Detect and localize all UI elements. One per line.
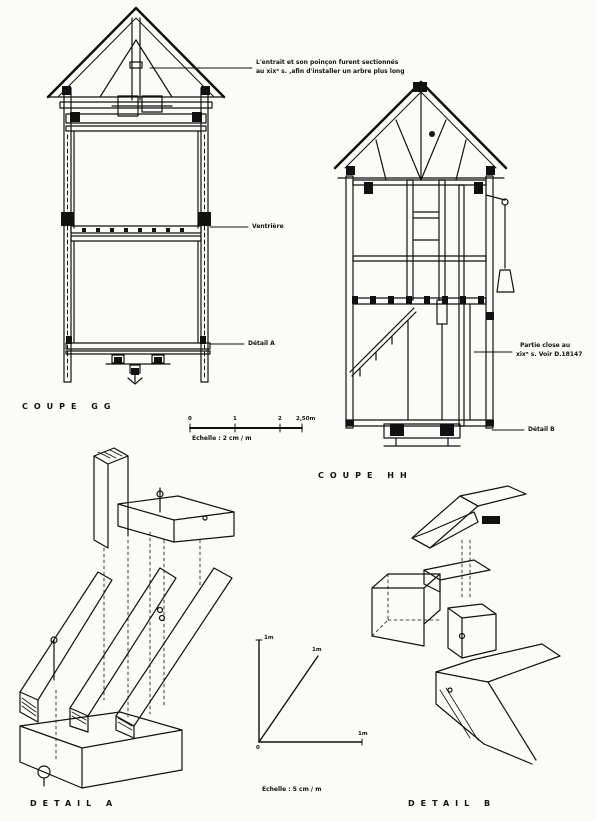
detail-a-hatching (21, 449, 133, 731)
scale-bar-label: Echelle : 2 cm / m (192, 435, 252, 442)
axes-scale (255, 639, 363, 746)
detail-b-reference: Détail B (528, 426, 555, 433)
ventriere-label: Ventrière (252, 223, 284, 230)
scale-bar (189, 423, 303, 433)
detail-b-hatching (439, 687, 479, 741)
partie-close-note-line2: xixᵉ s. Voir D.18147 (516, 351, 583, 358)
caption-coupe-hh: COUPE HH (318, 471, 413, 480)
coupe-gg-joints (61, 86, 211, 375)
caption-coupe-gg: COUPE GG (22, 402, 117, 411)
axis-x-label: 1m (358, 731, 368, 737)
entrait-note-line1: L'entrait et son poinçon furent sectionn… (256, 59, 399, 66)
coupe-gg-section (46, 6, 226, 385)
scale-tick-250: 2,50m (296, 416, 316, 422)
axis-z-label: 1m (264, 635, 274, 641)
axis-y-label: 1m (312, 647, 322, 653)
caption-detail-b: DETAIL B (408, 799, 497, 808)
axis-origin-label: 0 (256, 745, 260, 751)
detail-a-isometric (19, 447, 235, 789)
axes-scale-label: Echelle : 5 cm / m (262, 786, 322, 793)
detail-b-isometric (371, 485, 561, 765)
entrait-note-line2: au xixᵉ s. ,afin d'installer un arbre pl… (256, 68, 405, 75)
caption-detail-a: DETAIL A (30, 799, 119, 808)
scale-tick-0: 0 (188, 416, 192, 422)
leader-lines (149, 67, 525, 431)
scale-tick-2: 2 (278, 416, 282, 422)
coupe-hh-joints (346, 82, 495, 436)
detail-a-reference: Détail A (248, 340, 275, 347)
scale-tick-1: 1 (233, 416, 237, 422)
partie-close-note-line1: Partie close au (520, 342, 571, 349)
coupe-hh-section (333, 80, 515, 447)
